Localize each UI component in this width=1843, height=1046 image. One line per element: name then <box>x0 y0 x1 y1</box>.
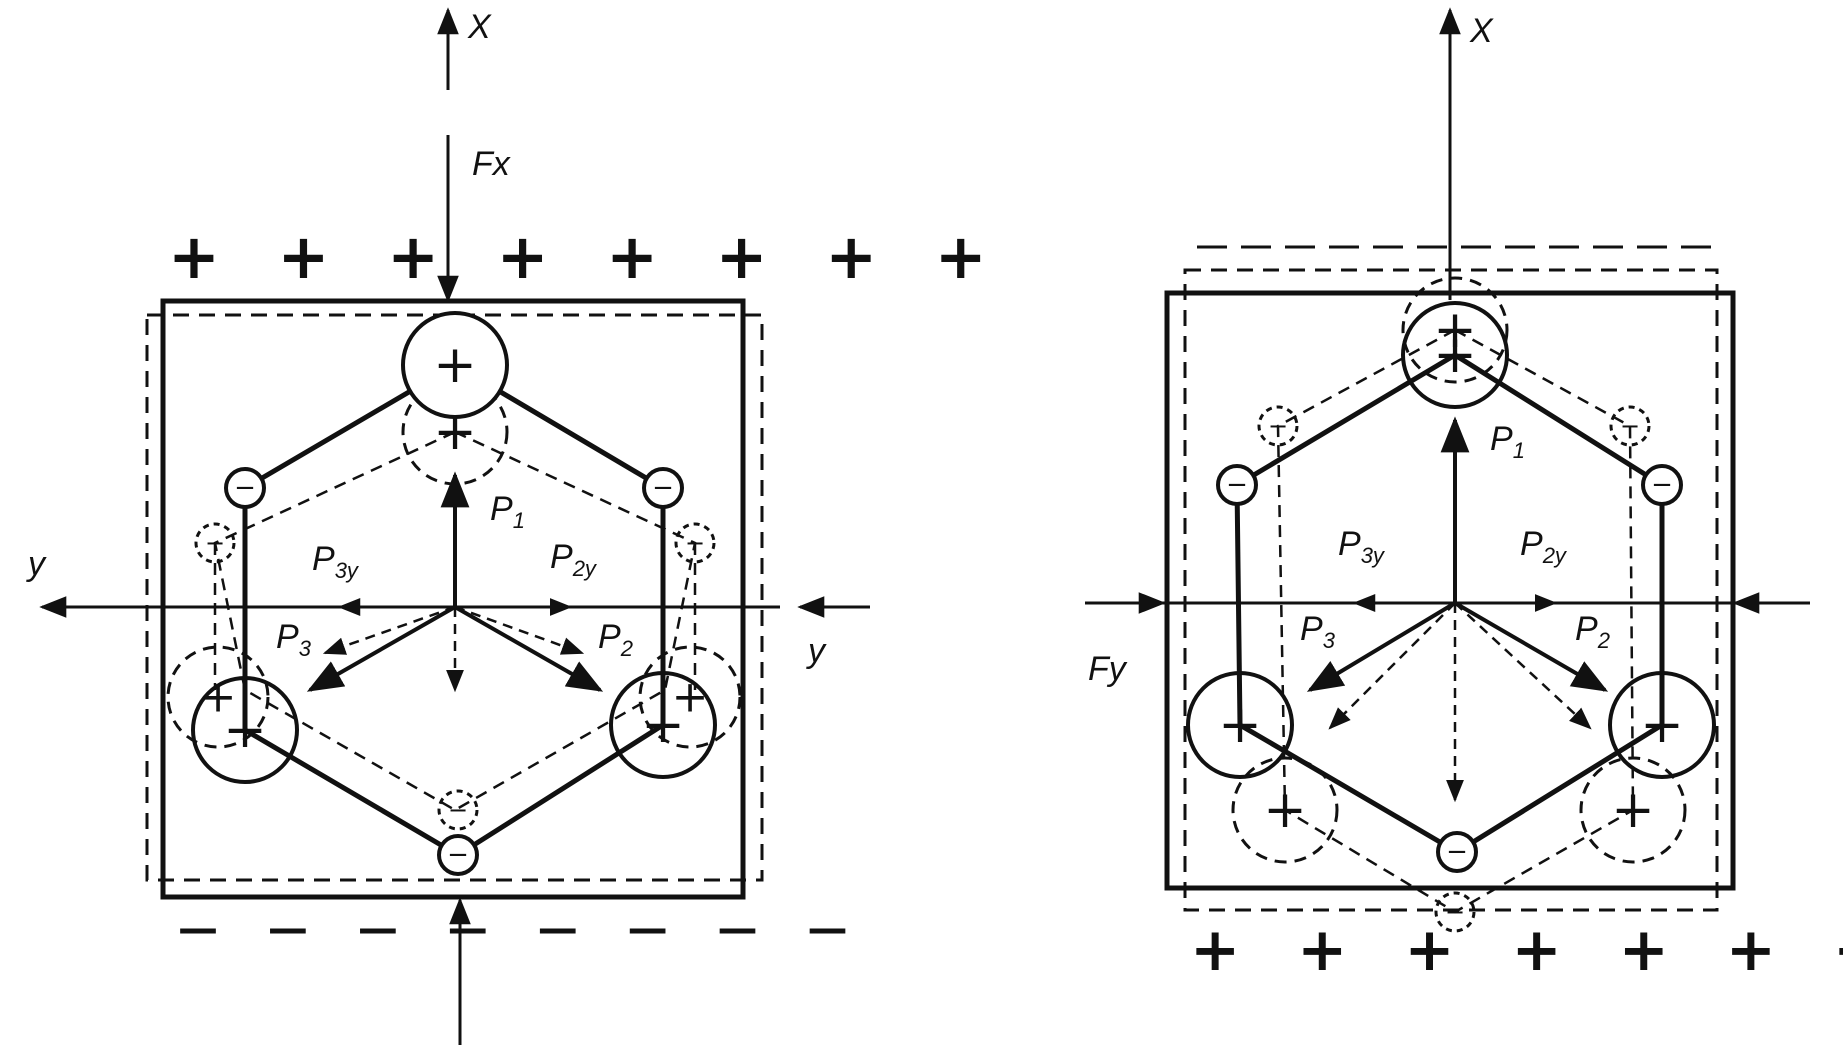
sign-minus: − <box>685 529 705 557</box>
force-fy-label: Fy <box>1088 650 1128 688</box>
crystal-plate-deformed <box>145 313 764 882</box>
ion-minus-left-displaced <box>194 522 236 564</box>
x-axis-label-left: X <box>467 8 492 46</box>
ion-minus-left-right <box>1216 464 1258 506</box>
ion-minus-bottom <box>437 834 479 876</box>
surface-charge-plus-top: + + + + + + + + <box>168 220 1005 293</box>
vector-p3-right <box>1306 601 1457 692</box>
label-p3y-left: P3y <box>312 540 360 583</box>
label-p3-left: P3 <box>276 618 312 661</box>
sign-plus: + <box>433 335 477 395</box>
vector-p3 <box>306 605 456 692</box>
sign-minus: − <box>1445 898 1465 926</box>
sign-minus: − <box>447 840 469 870</box>
ion-plus-right-right <box>1608 671 1716 779</box>
vector-p3-deformed <box>322 605 456 655</box>
label-p2y-left: P2y <box>550 538 598 581</box>
right-diagram <box>1085 7 1810 933</box>
label-p1-right: P1 <box>1490 420 1525 463</box>
ion-plus-left-displaced-right <box>1231 756 1339 864</box>
left-diagram <box>39 7 870 1045</box>
sign-minus: − <box>1226 470 1248 500</box>
hexagon-deformed-right <box>1276 328 1635 914</box>
ion-plus-top-displaced-right <box>1401 276 1509 384</box>
label-p2y-right: P2y <box>1520 525 1568 568</box>
left-diagram-labels: X Fx y y P1 P2y P3y P2 P3 + + + + + + − … <box>26 8 1005 952</box>
ion-minus-bottom-displaced <box>437 789 479 831</box>
vector-p2-deformed <box>454 605 585 655</box>
label-p2-left: P2 <box>598 618 633 661</box>
ion-minus-right-displaced <box>674 522 716 564</box>
ion-minus-right-displaced-right <box>1609 405 1651 447</box>
x-axis-label-right: X <box>1469 12 1494 50</box>
sign-minus: − <box>1268 412 1288 440</box>
vector-p2-right <box>1453 601 1609 692</box>
sign-minus: − <box>1620 412 1640 440</box>
y-axis-label-right: y <box>806 632 827 670</box>
sign-plus: + <box>1611 780 1655 840</box>
sign-plus: + <box>1263 780 1307 840</box>
sign-minus: − <box>234 473 256 503</box>
ion-plus-top <box>401 311 509 419</box>
sign-plus: + <box>1218 695 1262 755</box>
sign-plus: + <box>1640 695 1684 755</box>
sign-plus: + <box>641 695 685 755</box>
vector-p3-deformed-right <box>1328 602 1456 730</box>
right-diagram-labels: X Fy P1 P2y P3y P2 P3 + + + + + + − − − … <box>1088 12 1843 985</box>
sign-minus: − <box>205 529 225 557</box>
ion-minus-bottom-right <box>1436 831 1478 873</box>
sign-plus: + <box>1433 325 1477 385</box>
sign-minus: − <box>1651 470 1673 500</box>
sign-minus: − <box>448 796 468 824</box>
ion-plus-top-right <box>1401 301 1509 409</box>
ion-minus-left <box>224 467 266 509</box>
label-p3-right: P3 <box>1300 610 1336 653</box>
y-axis-label-left: y <box>26 545 47 583</box>
sign-plus: + <box>200 672 237 723</box>
force-fx-label: Fx <box>472 145 511 183</box>
ion-plus-right-displaced-right <box>1579 756 1687 864</box>
ion-plus-left <box>191 676 299 784</box>
ion-plus-left-displaced <box>166 645 270 749</box>
ion-minus-left-displaced-right <box>1257 405 1299 447</box>
ion-plus-right-displaced <box>638 645 742 749</box>
sign-minus: − <box>1446 837 1468 867</box>
surface-charge-plus-bottom-right: + + + + + + + + <box>1190 915 1843 985</box>
label-p2-right: P2 <box>1575 610 1610 653</box>
sign-plus: + <box>223 700 267 760</box>
label-p1-left: P1 <box>490 490 525 533</box>
ion-plus-right <box>609 671 717 779</box>
sign-plus: + <box>433 402 477 462</box>
ion-minus-right-right <box>1641 464 1683 506</box>
vector-p2 <box>454 605 604 692</box>
sign-plus: + <box>1433 300 1477 360</box>
ion-minus-bottom-displaced-right <box>1434 891 1476 933</box>
sign-minus: − <box>652 473 674 503</box>
sign-plus: + <box>672 672 709 723</box>
surface-charge-minus-bottom: — — — — — — — — <box>178 906 865 952</box>
label-p3y-right: P3y <box>1338 525 1386 568</box>
ion-plus-left-right <box>1186 671 1294 779</box>
vector-p2-deformed-right <box>1454 602 1592 730</box>
ion-minus-right <box>642 467 684 509</box>
